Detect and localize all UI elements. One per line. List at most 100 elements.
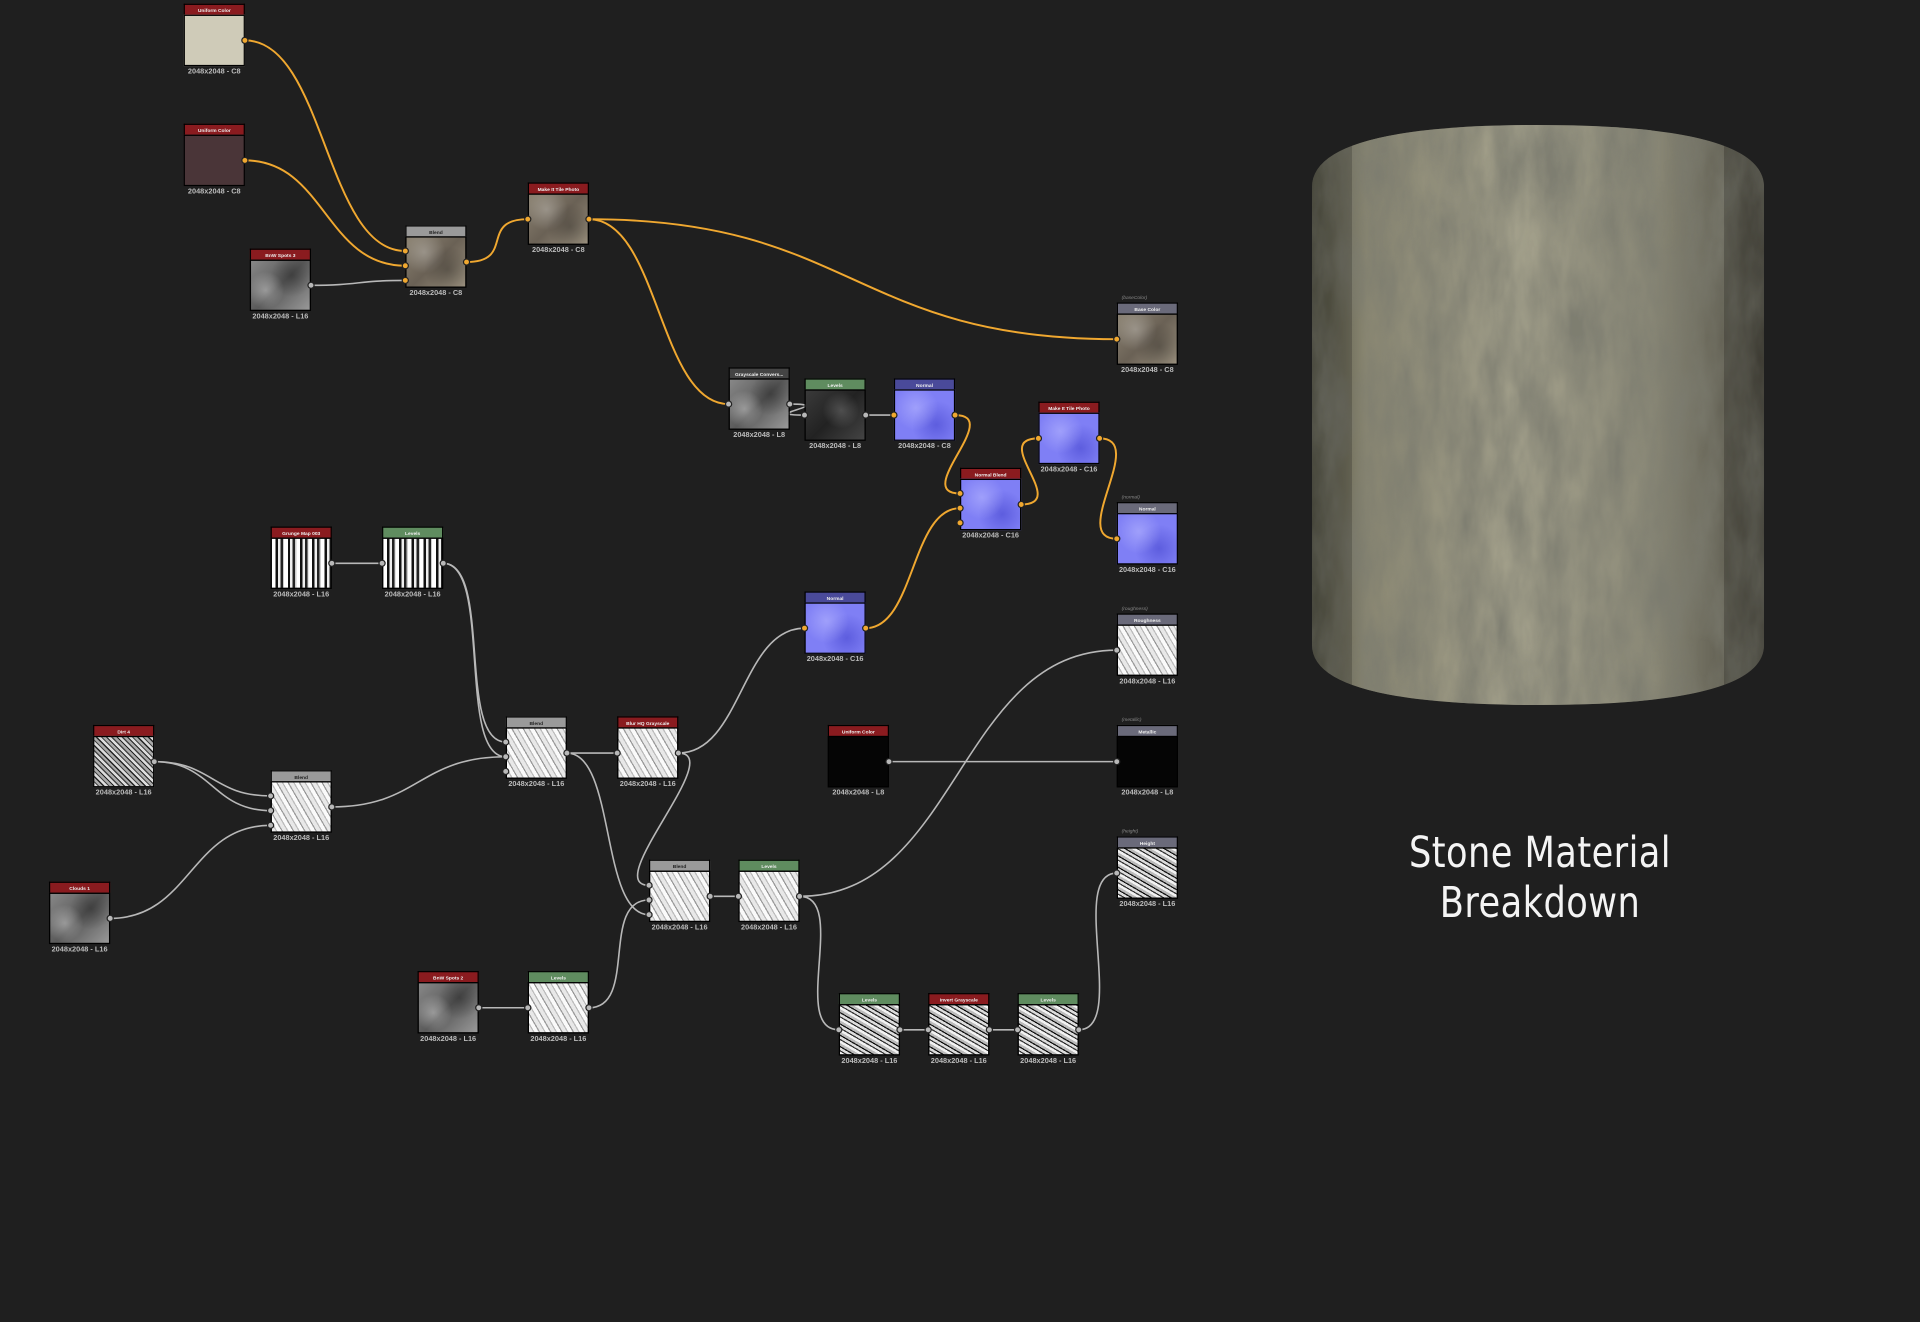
input-port[interactable] (800, 411, 809, 419)
input-port[interactable] (1113, 535, 1121, 543)
wire-clouds1-to-blend2[interactable] (110, 824, 271, 920)
input-port[interactable] (890, 411, 898, 419)
output-port[interactable] (862, 411, 870, 419)
output-port[interactable] (862, 624, 870, 632)
input-port[interactable] (956, 489, 964, 498)
output-port[interactable] (896, 1026, 904, 1034)
wire-blend3-to-blend4[interactable] (566, 752, 649, 916)
input-port[interactable] (645, 896, 653, 904)
wire-lev4-to-blend4[interactable] (588, 899, 649, 1009)
wire-uc2-to-blend1[interactable] (244, 159, 406, 267)
input-port[interactable] (835, 1026, 843, 1034)
output-port[interactable] (951, 411, 959, 419)
output-port[interactable] (241, 36, 249, 45)
input-port[interactable] (1113, 869, 1121, 877)
input-port[interactable] (401, 247, 409, 255)
input-port[interactable] (924, 1026, 932, 1034)
input-port[interactable] (378, 559, 386, 567)
output-port[interactable] (885, 757, 893, 766)
output-port[interactable] (1075, 1026, 1083, 1034)
wire-mit2-to-normalout[interactable] (1099, 437, 1118, 540)
wire-dirt4-to-blend2[interactable] (154, 760, 271, 797)
material-preview-cylinder[interactable] (1312, 125, 1764, 705)
wire-dirt4-to-blend2[interactable] (154, 760, 271, 812)
output-port[interactable] (475, 1004, 483, 1012)
output-port[interactable] (1095, 434, 1104, 443)
wire-gsconv-to-lev1[interactable] (787, 403, 807, 416)
input-port[interactable] (1013, 1026, 1022, 1034)
input-port[interactable] (1113, 335, 1121, 343)
input-port[interactable] (724, 400, 733, 408)
wire-mit1-to-gsconv[interactable] (588, 218, 729, 406)
output-port[interactable] (307, 281, 315, 289)
wire-normal2-to-nblend[interactable] (865, 507, 961, 630)
wire-normal1-to-nblend[interactable] (944, 414, 971, 495)
input-port[interactable] (734, 892, 743, 901)
output-port[interactable] (106, 914, 114, 923)
wire-blend2-to-blend3[interactable] (331, 755, 506, 808)
input-port[interactable] (401, 262, 409, 270)
input-port[interactable] (1113, 646, 1121, 654)
output-port[interactable] (563, 749, 571, 757)
output-port[interactable] (585, 215, 593, 223)
output-port[interactable] (985, 1026, 994, 1034)
output-port[interactable] (795, 892, 804, 901)
input-port[interactable] (645, 881, 653, 889)
input-port[interactable] (800, 624, 809, 632)
input-port[interactable] (502, 767, 510, 776)
input-port[interactable] (524, 1004, 532, 1012)
output-port[interactable] (1017, 500, 1025, 509)
output-port[interactable] (439, 559, 447, 567)
input-port[interactable] (645, 911, 653, 919)
input-port[interactable] (613, 749, 621, 757)
input-port[interactable] (266, 806, 275, 815)
output-port[interactable] (328, 559, 336, 567)
wire-blend1-to-mit1[interactable] (466, 218, 528, 264)
wire-lev6-to-height[interactable] (1078, 872, 1117, 1031)
input-port[interactable] (266, 792, 275, 800)
wire-uc1-to-blend1[interactable] (244, 39, 406, 253)
output-port[interactable] (585, 1004, 593, 1012)
input-port[interactable] (502, 753, 510, 761)
wire-bnw3-to-blend1[interactable] (311, 279, 406, 287)
output-port[interactable] (674, 749, 683, 757)
input-port[interactable] (502, 738, 510, 746)
output-port[interactable] (786, 400, 794, 408)
output-port[interactable] (328, 803, 336, 811)
wire-lev2-to-blend3[interactable] (443, 562, 506, 758)
wire-mit1-to-basecolor[interactable] (588, 218, 1117, 341)
node-gsconv[interactable]: Grayscale Convers...2048x2048 - L8 (724, 367, 794, 440)
input-port[interactable] (956, 504, 964, 512)
wire-nblend-to-mit2[interactable] (1020, 437, 1039, 506)
wire-blurhq-to-blend4[interactable] (636, 752, 691, 887)
wire-blurhq-to-normal2[interactable] (678, 627, 805, 754)
output-port[interactable] (706, 892, 714, 901)
output-port[interactable] (150, 757, 158, 766)
